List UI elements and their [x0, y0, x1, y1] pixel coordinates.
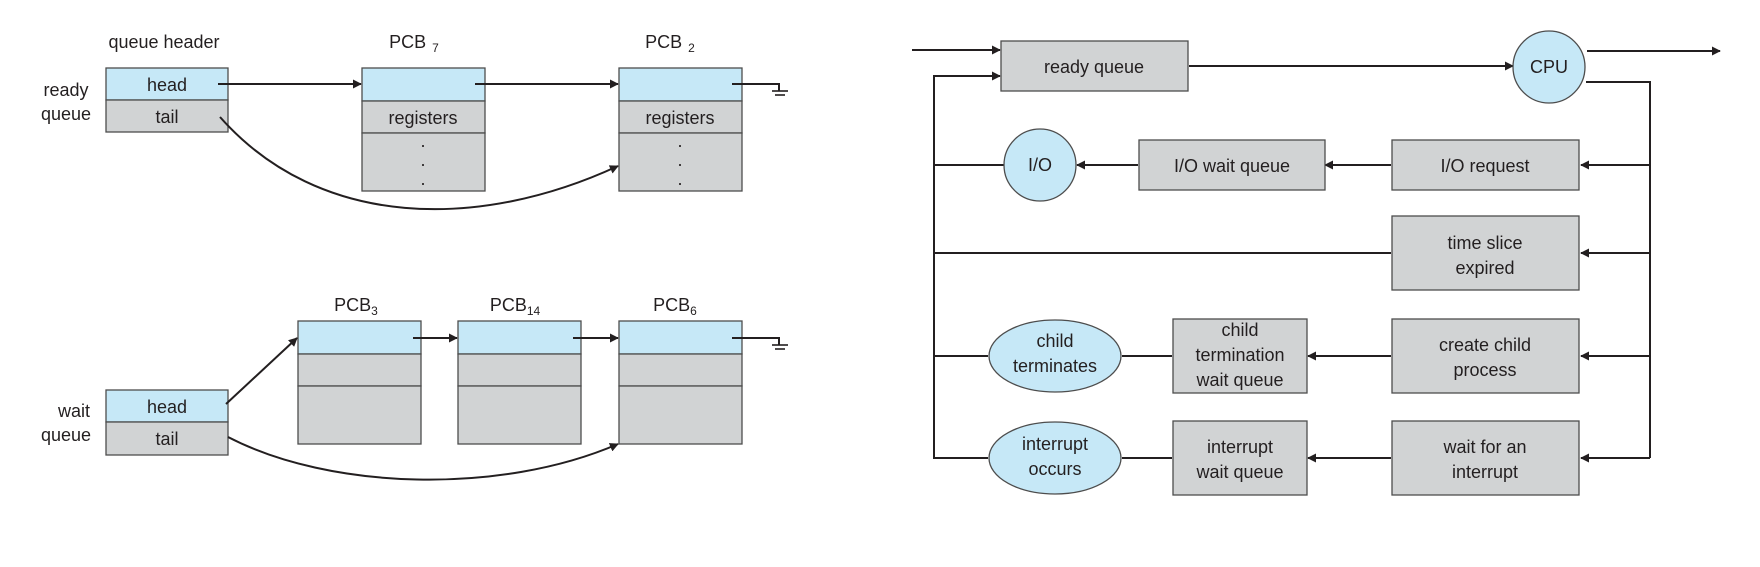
ready-null-ground-icon	[732, 83, 788, 96]
pcb2-dot: .	[677, 169, 682, 189]
ready-tail-to-pcb2-arrow	[219, 116, 619, 211]
wait-tail-label: tail	[155, 429, 178, 449]
pcb7-registers-label: registers	[388, 108, 457, 128]
wait-queue-head-cell	[105, 389, 229, 423]
child-wait-label-line3: wait queue	[1195, 370, 1283, 390]
wait-head-to-pcb3-arrow	[225, 337, 298, 405]
io-label: I/O	[1028, 155, 1052, 175]
cpu-label: CPU	[1530, 57, 1568, 77]
pcb7-body	[361, 132, 486, 192]
create-child-label-line2: process	[1453, 360, 1516, 380]
wait-interrupt-label-line2: interrupt	[1452, 462, 1518, 482]
pcb2-dot: .	[677, 150, 682, 170]
io-wait-queue-label: I/O wait queue	[1174, 156, 1290, 176]
wait-null-ground-icon	[732, 337, 788, 350]
pcb3-body	[297, 385, 422, 445]
wait-tail-to-pcb6-arrow	[227, 436, 619, 481]
pcb6-field	[618, 353, 743, 387]
pcb2-registers-label: registers	[645, 108, 714, 128]
io-node	[1003, 128, 1077, 202]
pcb6-header	[618, 320, 743, 355]
pcb7-dot: .	[420, 169, 425, 189]
pcb2-header	[618, 67, 743, 102]
pcb14-body	[457, 385, 582, 445]
ready-queue-box	[1000, 40, 1189, 92]
return-bus	[933, 75, 1000, 459]
wait-queue-label-line1: wait	[57, 401, 90, 421]
ready-queue-head-cell	[105, 67, 229, 101]
cpu-dispatch-bus	[1586, 81, 1651, 458]
interrupt-occurs-label-line2: occurs	[1028, 459, 1081, 479]
wait-queue-label-line2: queue	[41, 425, 91, 445]
queue-header-label: queue header	[108, 32, 219, 52]
pcb7-dot: .	[420, 150, 425, 170]
interrupt-wait-queue-box	[1172, 420, 1308, 496]
io-request-box	[1391, 139, 1580, 191]
ready-queue-label: ready queue	[1044, 57, 1144, 77]
io-request-label: I/O request	[1440, 156, 1529, 176]
interrupt-occurs-label-line1: interrupt	[1022, 434, 1088, 454]
child-terminates-node	[988, 319, 1122, 393]
wait-head-label: head	[147, 397, 187, 417]
pcb14-field	[457, 353, 582, 387]
create-child-label-line1: create child	[1439, 335, 1531, 355]
interrupt-wait-label-line1: interrupt	[1207, 437, 1273, 457]
ready-head-label: head	[147, 75, 187, 95]
pcb6-title: PCB6	[653, 295, 697, 318]
scheduling-diagram: ready queue CPU I/O I/O wait queue I/O r…	[912, 30, 1721, 496]
pcb14-title: PCB14	[490, 295, 541, 318]
time-slice-label-line2: expired	[1455, 258, 1514, 278]
pcb7-header	[361, 67, 486, 102]
ready-queue-label-line1: ready	[43, 80, 88, 100]
wait-queue-tail-cell	[105, 421, 229, 456]
wait-interrupt-label-line1: wait for an	[1442, 437, 1526, 457]
child-wait-label-line1: child	[1221, 320, 1258, 340]
interrupt-wait-label-line2: wait queue	[1195, 462, 1283, 482]
pcb3-header	[297, 320, 422, 355]
pcb2-dot: .	[677, 131, 682, 151]
create-child-process-box	[1391, 318, 1580, 394]
cpu-node	[1512, 30, 1586, 104]
ready-queue-tail-cell	[105, 99, 229, 133]
wait-for-interrupt-box	[1391, 420, 1580, 496]
pcb14-header	[457, 320, 582, 355]
pcb7-dot: .	[420, 131, 425, 151]
ready-tail-label: tail	[155, 107, 178, 127]
pcb3-title: PCB3	[334, 295, 378, 318]
child-terminates-label-line2: terminates	[1013, 356, 1097, 376]
pcb3-field	[297, 353, 422, 387]
io-wait-queue-box	[1138, 139, 1326, 191]
pcb2-body	[618, 132, 743, 192]
pcb6-body	[618, 385, 743, 445]
time-slice-box	[1391, 215, 1580, 291]
child-terminates-label-line1: child	[1036, 331, 1073, 351]
interrupt-occurs-node	[988, 421, 1122, 495]
time-slice-label-line1: time slice	[1447, 233, 1522, 253]
child-wait-label-line2: termination	[1195, 345, 1284, 365]
ready-queue-label-line2: queue	[41, 104, 91, 124]
child-termination-wait-queue-box	[1172, 318, 1308, 394]
